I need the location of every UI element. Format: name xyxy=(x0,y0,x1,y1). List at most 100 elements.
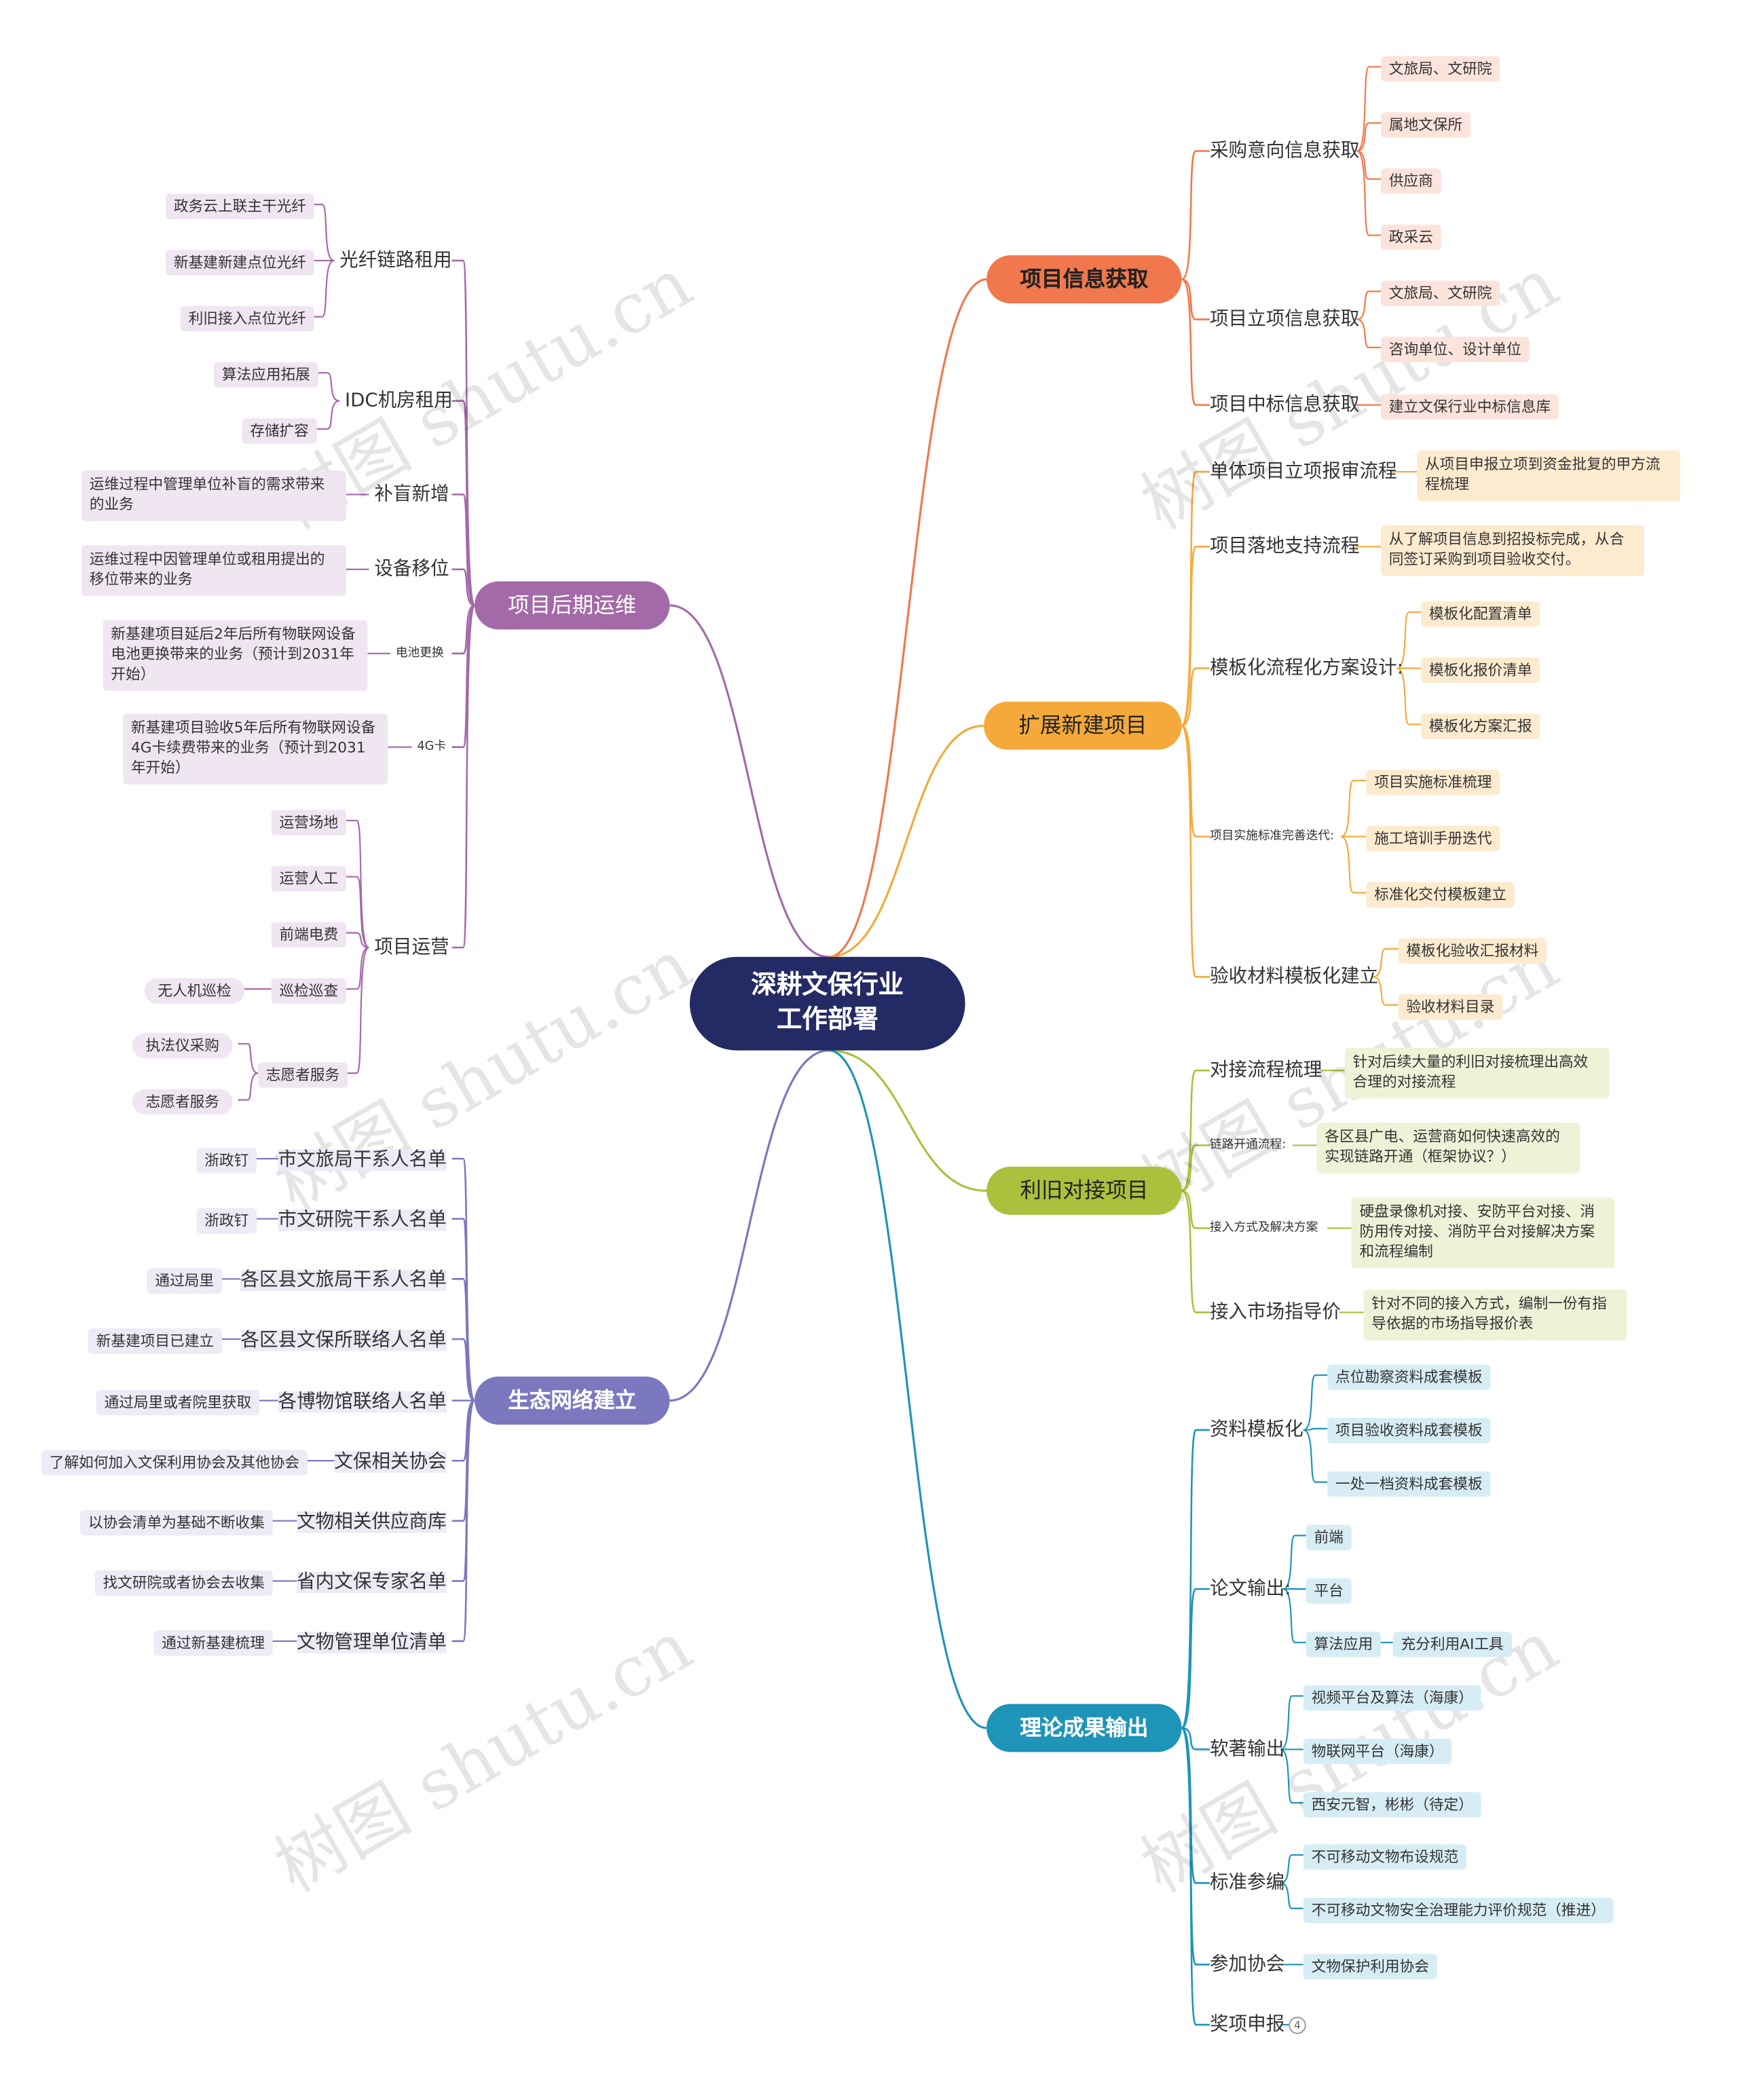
eco-item-note[interactable]: 了解如何加入文保利用协会及其他协会 xyxy=(41,1450,308,1476)
leaf[interactable]: 模板化配置清单 xyxy=(1421,601,1540,627)
leaf[interactable]: 志愿者服务 xyxy=(132,1089,233,1115)
leaf[interactable]: 项目实施标准梳理 xyxy=(1366,770,1500,795)
eco-item-label[interactable]: 各博物馆联络人名单 xyxy=(278,1391,447,1413)
topic-join-association[interactable]: 参加协会 xyxy=(1209,1953,1285,1976)
note[interactable]: 新基建项目验收5年后所有物联网设备4G卡续费带来的业务（预计到2031年开始） xyxy=(123,713,388,784)
leaf[interactable]: 运营人工 xyxy=(271,865,346,892)
branch-info[interactable]: 项目信息获取 xyxy=(986,255,1182,303)
leaf[interactable]: 无人机巡检 xyxy=(144,978,245,1004)
leaf[interactable]: 新基建新建点位光纤 xyxy=(166,250,314,276)
leaf[interactable]: 前端电费 xyxy=(271,922,346,948)
topic-battery-replace[interactable]: 电池更换 xyxy=(395,646,444,660)
note[interactable]: 运维过程中因管理单位或租用提出的移位带来的业务 xyxy=(81,545,346,596)
leaf[interactable]: 前端 xyxy=(1306,1524,1352,1551)
leaf[interactable]: 巡检巡查 xyxy=(271,978,346,1004)
topic-purchase-info[interactable]: 采购意向信息获取 xyxy=(1209,140,1360,162)
branch-eco[interactable]: 生态网络建立 xyxy=(474,1376,670,1425)
leaf[interactable]: 建立文保行业中标信息库 xyxy=(1380,394,1559,420)
topic-docs-template[interactable]: 资料模板化 xyxy=(1209,1419,1304,1441)
eco-item-label[interactable]: 市文旅局干系人名单 xyxy=(278,1149,447,1171)
leaf[interactable]: 点位勘察资料成套模板 xyxy=(1327,1364,1491,1390)
leaf[interactable]: 志愿者服务 xyxy=(258,1062,348,1088)
eco-item-note[interactable]: 找文研院或者协会去收集 xyxy=(94,1570,273,1596)
eco-item-label[interactable]: 市文研院干系人名单 xyxy=(278,1209,447,1231)
eco-item-note[interactable]: 以协会清单为基础不断收集 xyxy=(80,1510,273,1536)
note[interactable]: 运维过程中管理单位补盲的需求带来的业务 xyxy=(81,470,346,521)
topic-approval-info[interactable]: 项目立项信息获取 xyxy=(1209,308,1360,331)
leaf[interactable]: 咨询单位、设计单位 xyxy=(1380,337,1530,362)
topic-access-solution[interactable]: 接入方式及解决方案 xyxy=(1209,1221,1318,1235)
eco-item-label[interactable]: 文物相关供应商库 xyxy=(297,1511,447,1533)
leaf[interactable]: 项目验收资料成套模板 xyxy=(1327,1418,1491,1444)
leaf[interactable]: 视频平台及算法（海康） xyxy=(1303,1685,1481,1711)
note[interactable]: 从了解项目信息到招投标完成，从合同签订采购到项目验收交付。 xyxy=(1380,525,1644,576)
leaf[interactable]: 一处一档资料成套模板 xyxy=(1327,1471,1491,1497)
note[interactable]: 针对不同的接入方式，编制一份有指导依据的市场指导报价表 xyxy=(1363,1290,1627,1340)
leaf[interactable]: 模板化方案汇报 xyxy=(1421,713,1540,739)
leaf[interactable]: 施工培训手册迭代 xyxy=(1366,825,1500,852)
leaf[interactable]: 西安元智，彬彬（待定） xyxy=(1303,1792,1481,1818)
topic-standard-editing[interactable]: 标准参编 xyxy=(1209,1872,1285,1894)
note[interactable]: 从项目申报立项到资金批复的甲方流程梳理 xyxy=(1417,450,1681,501)
eco-item-note[interactable]: 通过新基建梳理 xyxy=(153,1630,273,1656)
leaf[interactable]: 充分利用AI工具 xyxy=(1392,1632,1512,1657)
branch-reuse[interactable]: 利旧对接项目 xyxy=(986,1166,1182,1215)
topic-award-application[interactable]: 奖项申报 xyxy=(1209,2014,1285,2036)
leaf[interactable]: 政采云 xyxy=(1380,224,1441,250)
topic-flow-sort[interactable]: 对接流程梳理 xyxy=(1209,1060,1323,1081)
eco-item-label[interactable]: 文保相关协会 xyxy=(334,1451,447,1473)
topic-single-approval[interactable]: 单体项目立项报审流程 xyxy=(1209,461,1397,483)
leaf[interactable]: 不可移动文物布设规范 xyxy=(1303,1844,1466,1870)
branch-expand[interactable]: 扩展新建项目 xyxy=(984,701,1182,750)
leaf[interactable]: 模板化验收汇报材料 xyxy=(1398,938,1547,964)
topic-device-move[interactable]: 设备移位 xyxy=(374,559,449,580)
eco-item-label[interactable]: 省内文保专家名单 xyxy=(297,1571,447,1594)
leaf[interactable]: 存储扩容 xyxy=(242,418,317,444)
topic-acceptance-template[interactable]: 验收材料模板化建立 xyxy=(1209,966,1379,988)
topic-idc-lease[interactable]: IDC机房租用 xyxy=(345,390,453,412)
eco-item-note[interactable]: 通过局里 xyxy=(147,1268,222,1294)
collapsed-count-badge[interactable]: 4 xyxy=(1289,2017,1306,2034)
leaf[interactable]: 政务云上联主干光纤 xyxy=(166,193,314,219)
topic-fiber-lease[interactable]: 光纤链路租用 xyxy=(339,250,452,271)
leaf[interactable]: 算法应用 xyxy=(1306,1632,1381,1657)
leaf[interactable]: 运营场地 xyxy=(271,810,346,836)
eco-item-label[interactable]: 各区县文保所联络人名单 xyxy=(240,1330,447,1351)
note[interactable]: 各区县广电、运营商如何快速高效的实现链路开通（框架协议？） xyxy=(1316,1122,1580,1174)
topic-paper-output[interactable]: 论文输出: xyxy=(1209,1578,1291,1600)
leaf[interactable]: 模板化报价清单 xyxy=(1421,657,1540,683)
topic-project-operation[interactable]: 项目运营 xyxy=(374,937,449,958)
topic-market-price[interactable]: 接入市场指导价 xyxy=(1209,1301,1341,1324)
leaf[interactable]: 验收材料目录 xyxy=(1398,994,1503,1020)
topic-template-design[interactable]: 模板化流程化方案设计: xyxy=(1209,657,1403,679)
leaf[interactable]: 执法仪采购 xyxy=(132,1033,233,1059)
root-topic[interactable]: 深耕文保行业 工作部署 xyxy=(690,956,965,1051)
leaf[interactable]: 文旅局、文研院 xyxy=(1380,280,1500,306)
topic-blind-spot[interactable]: 补盲新增 xyxy=(374,483,449,506)
leaf[interactable]: 利旧接入点位光纤 xyxy=(180,305,314,332)
leaf[interactable]: 供应商 xyxy=(1380,168,1441,194)
topic-standard-iteration[interactable]: 项目实施标准完善迭代: xyxy=(1209,829,1335,844)
branch-ops[interactable]: 项目后期运维 xyxy=(474,581,670,630)
leaf[interactable]: 物联网平台（海康） xyxy=(1303,1738,1452,1765)
note[interactable]: 硬盘录像机对接、安防平台对接、消防用传对接、消防平台对接解决方案和流程编制 xyxy=(1351,1197,1615,1268)
eco-item-note[interactable]: 浙政钉 xyxy=(196,1207,257,1234)
topic-link-open[interactable]: 链路开通流程: xyxy=(1209,1138,1287,1152)
leaf[interactable]: 不可移动文物安全治理能力评价规范（推进） xyxy=(1303,1897,1614,1924)
leaf[interactable]: 算法应用拓展 xyxy=(214,362,318,388)
topic-bid-info[interactable]: 项目中标信息获取 xyxy=(1209,394,1360,416)
leaf[interactable]: 标准化交付模板建立 xyxy=(1366,882,1515,907)
topic-4g-card[interactable]: 4G卡 xyxy=(417,740,447,754)
topic-software-copyright[interactable]: 软著输出 xyxy=(1209,1738,1285,1761)
eco-item-note[interactable]: 通过局里或者院里获取 xyxy=(96,1389,259,1416)
eco-item-note[interactable]: 新基建项目已建立 xyxy=(88,1328,222,1354)
leaf[interactable]: 属地文保所 xyxy=(1380,112,1471,138)
eco-item-label[interactable]: 各区县文旅局干系人名单 xyxy=(240,1269,447,1292)
eco-item-label[interactable]: 文物管理单位清单 xyxy=(297,1632,447,1653)
leaf[interactable]: 文物保护利用协会 xyxy=(1303,1953,1437,1980)
branch-theory[interactable]: 理论成果输出 xyxy=(986,1704,1182,1752)
note[interactable]: 新基建项目延后2年后所有物联网设备电池更换带来的业务（预计到2031年开始） xyxy=(103,620,368,691)
note[interactable]: 针对后续大量的利旧对接梳理出高效合理的对接流程 xyxy=(1344,1047,1610,1098)
leaf[interactable]: 文旅局、文研院 xyxy=(1380,56,1500,82)
leaf[interactable]: 平台 xyxy=(1306,1578,1352,1604)
